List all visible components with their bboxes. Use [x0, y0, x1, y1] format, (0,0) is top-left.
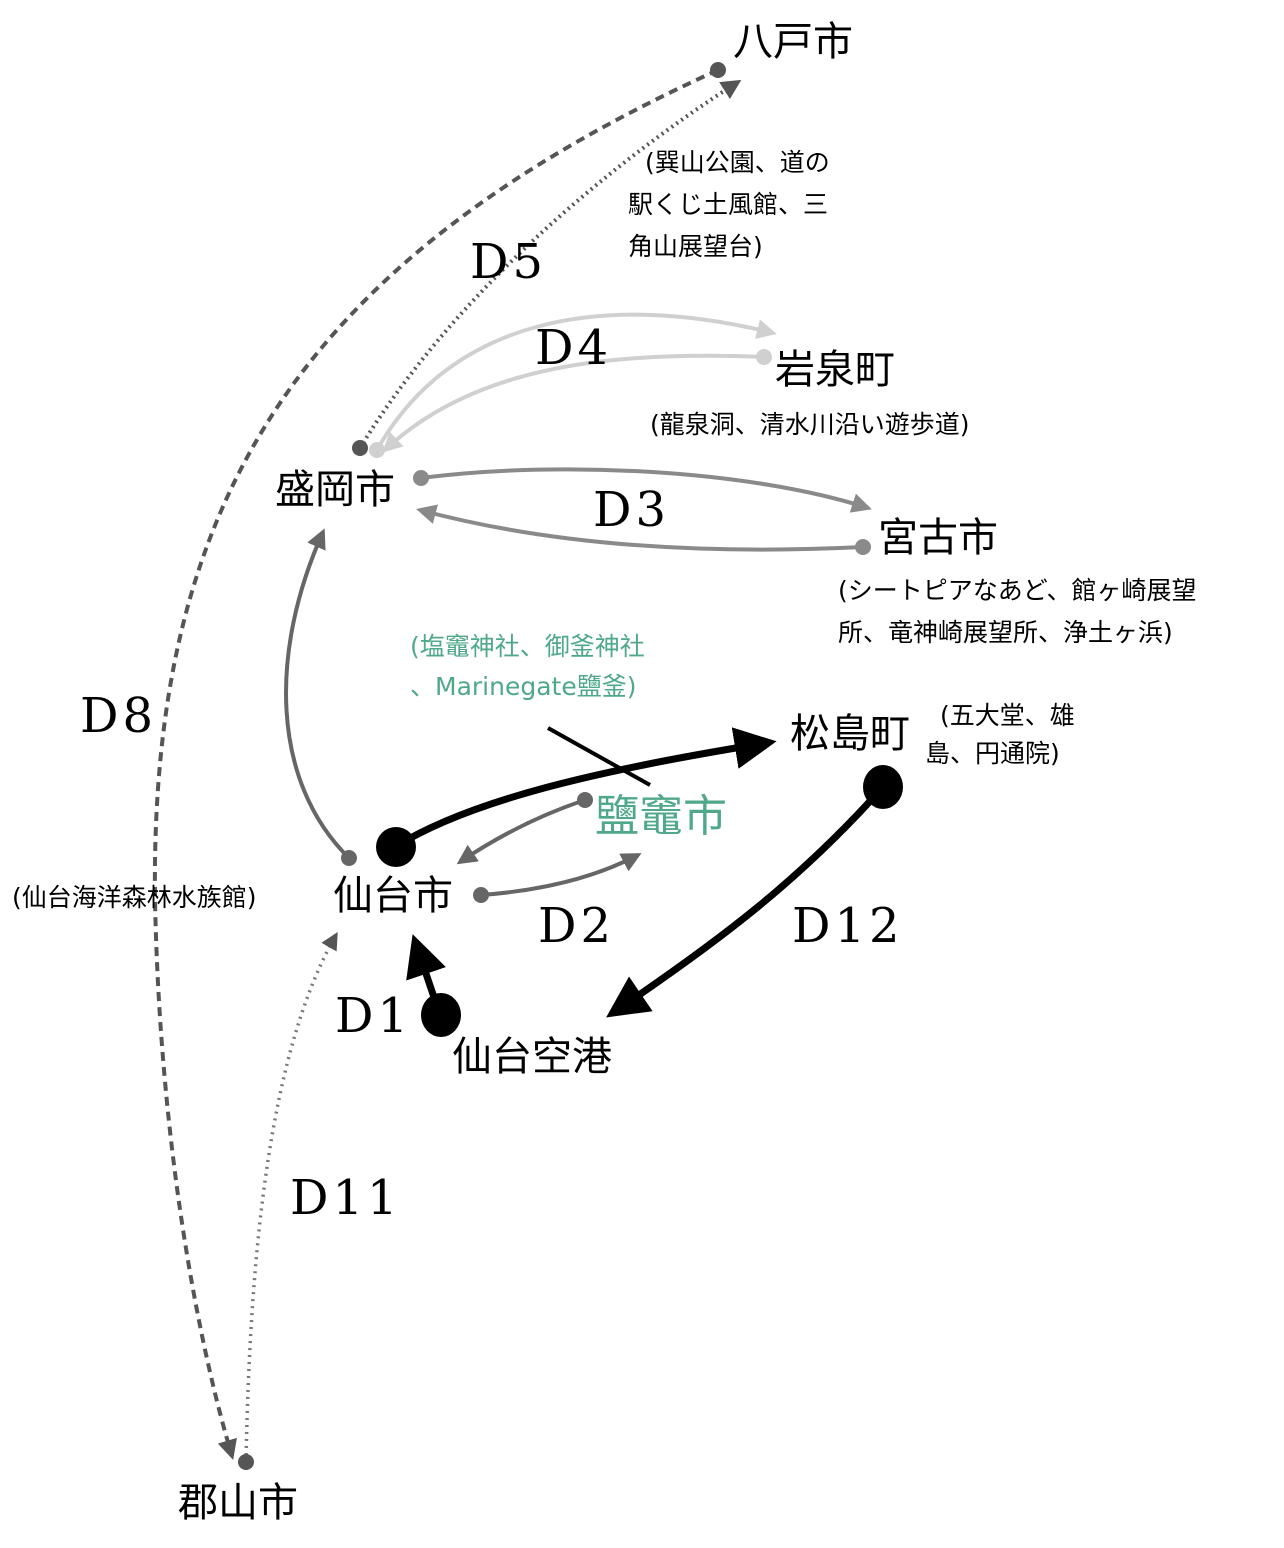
- edge-d4-back: [382, 353, 765, 453]
- city-miyako: 宮古市: [878, 515, 998, 561]
- node-dot: [710, 62, 726, 78]
- node-dot: [863, 765, 903, 809]
- node-dot: [855, 539, 871, 555]
- strike-line: [547, 726, 651, 787]
- note-line: 角山展望台): [628, 232, 763, 261]
- edge-label-d11: D11: [290, 1170, 402, 1226]
- note-matsushima: (五大堂、雄 島、円通院): [925, 697, 1075, 773]
- node-dot: [473, 887, 489, 903]
- node-dot: [413, 470, 429, 486]
- note-line: (塩竈神社、御釜神社: [410, 632, 645, 661]
- node-dot: [577, 792, 593, 808]
- city-iwaizumi: 岩泉町: [775, 347, 895, 393]
- city-hachinohe: 八戸市: [733, 19, 853, 65]
- note-line: 島、円通院): [925, 739, 1060, 768]
- node-dot: [341, 850, 357, 866]
- note-line: (巽山公園、道の: [645, 148, 830, 177]
- city-shiogama: 鹽竈市: [595, 791, 727, 842]
- city-sendai-airport: 仙台空港: [452, 1034, 612, 1080]
- node-dot: [352, 440, 368, 456]
- edge-d4-out: [375, 312, 777, 451]
- node-dot: [369, 442, 385, 458]
- note-iwaizumi: (龍泉洞、清水川沿い遊歩道): [650, 410, 970, 439]
- node-dot: [238, 1454, 254, 1470]
- note-line: 駅くじ土風館、三: [628, 190, 829, 219]
- node-dot: [376, 827, 416, 867]
- city-koriyama: 郡山市: [178, 1480, 298, 1526]
- edge-label-d4: D4: [535, 320, 613, 376]
- edge-d5: [358, 79, 742, 450]
- edge-label-d8: D8: [80, 688, 158, 744]
- note-line: (五大堂、雄: [940, 701, 1075, 730]
- edge-label-d2: D2: [538, 898, 616, 954]
- edge-d12: [606, 784, 886, 1018]
- edge-d3-out: [420, 467, 872, 513]
- note-line: 所、竜神崎展望所、浄土ヶ浜): [838, 618, 1173, 647]
- note-line: 、Marinegate鹽釜): [410, 672, 637, 701]
- note-sendai: (仙台海洋森林水族館): [12, 883, 257, 912]
- edge-d3-back: [416, 504, 864, 552]
- edge-label-d12: D12: [792, 898, 904, 954]
- note-line: (シートピアなあど、館ヶ崎展望: [838, 576, 1197, 605]
- note-miyako: (シートピアなあど、館ヶ崎展望 所、竜神崎展望所、浄土ヶ浜): [838, 570, 1197, 654]
- edge-d2-out: [480, 853, 642, 897]
- city-morioka: 盛岡市: [275, 467, 395, 513]
- edge-label-d3: D3: [593, 482, 671, 538]
- edge-sendai-morioka: [284, 528, 351, 860]
- edge-d2-back: [456, 798, 586, 865]
- note-shiogama: (塩竈神社、御釜神社 、Marinegate鹽釜): [410, 627, 645, 707]
- note-hachinohe: (巽山公園、道の 駅くじ土風館、三 角山展望台): [628, 142, 830, 268]
- city-matsushima: 松島町: [790, 711, 910, 757]
- node-dot: [756, 349, 772, 365]
- edge-label-d1: D1: [335, 988, 413, 1044]
- edge-d8: [152, 68, 719, 1460]
- city-sendai: 仙台市: [333, 873, 453, 919]
- edge-label-d5: D5: [470, 234, 548, 290]
- edge-sendai-matsushima: [393, 727, 777, 850]
- node-dot: [421, 993, 461, 1037]
